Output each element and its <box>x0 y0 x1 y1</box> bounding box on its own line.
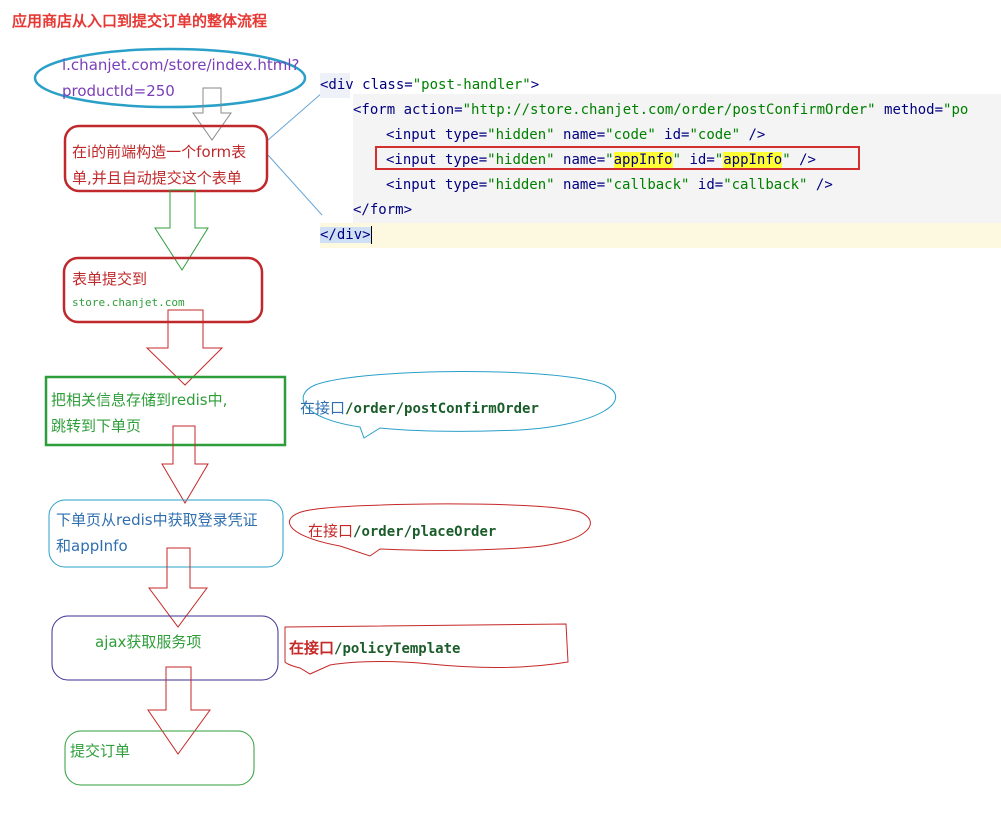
code-token: "hidden" <box>487 152 555 168</box>
code-line-3: <input type="hidden" name="code" id="cod… <box>386 123 765 148</box>
callout-1-path: /order/postConfirmOrder <box>345 401 539 417</box>
callout-3: 在接口/policyTemplate <box>289 637 460 658</box>
code-token: "http://store.chanjet.com/order/postConf… <box>462 102 876 118</box>
callout-2: 在接口/order/placeOrder <box>308 520 496 541</box>
code-block-bg <box>353 94 1001 223</box>
step4-line2: 和appInfo <box>56 537 128 555</box>
code-line-5: <input type="hidden" name="callback" id=… <box>386 173 833 198</box>
step3-line2: 跳转到下单页 <box>51 417 142 435</box>
code-token: "callback" <box>723 177 808 193</box>
entry-url: i.chanjet.com/store/index.html? <box>62 56 300 74</box>
step6-label: 提交订单 <box>70 742 131 760</box>
code-line-4: <input type="hidden" name="appInfo" id="… <box>386 148 816 173</box>
callout-1-prefix: 在接口 <box>300 399 346 417</box>
code-token: method= <box>875 102 944 118</box>
code-token: "code" <box>689 127 741 143</box>
code-line-6: </form> <box>353 202 413 218</box>
code-token: id= <box>655 127 690 143</box>
code-token: </div> <box>320 227 371 243</box>
callout-2-path: /order/placeOrder <box>353 524 497 540</box>
code-line-7: </div> <box>320 223 372 248</box>
step1-line1: 在i的前端构造一个form表 <box>72 143 247 161</box>
code-token: <input <box>386 152 437 168</box>
step4-line1: 下单页从redis中获取登录凭证 <box>56 511 258 529</box>
code-token: " <box>714 152 724 168</box>
code-token-highlighted: appInfo <box>723 152 783 168</box>
code-token: "code" <box>605 127 656 143</box>
highlight-box <box>375 146 860 170</box>
callout-3-prefix: 在接口 <box>289 639 335 657</box>
step3-line1: 把相关信息存储到redis中, <box>51 391 228 409</box>
code-token: " <box>782 152 791 168</box>
code-token: " <box>605 152 614 168</box>
step3-box <box>44 375 287 447</box>
code-token: /> <box>807 177 833 193</box>
flow-arrow-1 <box>192 87 232 141</box>
step5-box <box>51 615 279 681</box>
code-token: /> <box>740 127 766 143</box>
code-line-2: <form action="http://store.chanjet.com/o… <box>353 98 968 123</box>
code-token: type= <box>436 177 488 193</box>
step1-box <box>63 124 269 193</box>
step4-box <box>48 499 284 568</box>
code-token: <div <box>320 77 354 93</box>
code-token: " <box>672 152 682 168</box>
code-token: "hidden" <box>487 177 555 193</box>
step1-line2: 单,并且自动提交这个表单 <box>72 169 242 187</box>
code-gutter-top <box>320 73 350 98</box>
flow-arrow-2 <box>154 189 209 271</box>
code-token: "po <box>943 102 969 118</box>
step2-line2: store.chanjet.com <box>72 296 185 309</box>
callout-bubble-2 <box>289 503 591 557</box>
step2-box <box>62 256 264 324</box>
code-token: <input <box>386 177 437 193</box>
code-token: id= <box>681 152 715 168</box>
code-line-1: <div class="post-handler"> <box>320 73 539 98</box>
code-token: "hidden" <box>487 127 555 143</box>
callout-bubble-1 <box>302 371 617 439</box>
entry-ellipse <box>33 47 307 109</box>
callout-bubble-3 <box>284 623 569 675</box>
flow-arrow-5 <box>148 547 208 628</box>
text-cursor <box>370 226 372 244</box>
step2-line1: 表单提交到 <box>72 270 148 288</box>
code-current-line-highlight <box>320 223 1001 248</box>
code-token: <form <box>353 102 396 118</box>
code-token: id= <box>689 177 724 193</box>
code-token: "callback" <box>605 177 690 193</box>
code-token: /> <box>790 152 816 168</box>
connector-line-top <box>267 92 323 141</box>
code-token: class= <box>353 77 413 93</box>
callout-1: 在接口/order/postConfirmOrder <box>300 397 539 418</box>
callout-3-path: /policyTemplate <box>334 641 461 657</box>
code-token: action= <box>395 102 463 118</box>
step5-label: ajax获取服务项 <box>95 633 202 651</box>
entry-param: productId=250 <box>62 82 175 100</box>
callout-2-prefix: 在接口 <box>308 522 354 540</box>
connector-line-bottom <box>267 154 323 216</box>
diagram-title: 应用商店从入口到提交订单的整体流程 <box>12 12 268 30</box>
code-token: > <box>530 77 540 93</box>
code-snippet: <div class="post-handler"> <form action=… <box>320 73 1001 248</box>
code-token: type= <box>436 127 488 143</box>
code-token: name= <box>554 127 606 143</box>
code-token: name= <box>554 152 606 168</box>
code-token: type= <box>436 152 488 168</box>
code-token: "post-handler" <box>412 77 531 93</box>
code-token: name= <box>554 177 606 193</box>
flow-arrow-6 <box>147 666 211 755</box>
flow-arrow-4 <box>161 425 209 504</box>
code-token: <input <box>386 127 437 143</box>
step6-box <box>64 730 255 786</box>
flow-arrow-3 <box>145 309 224 386</box>
code-token-highlighted: appInfo <box>613 152 673 168</box>
